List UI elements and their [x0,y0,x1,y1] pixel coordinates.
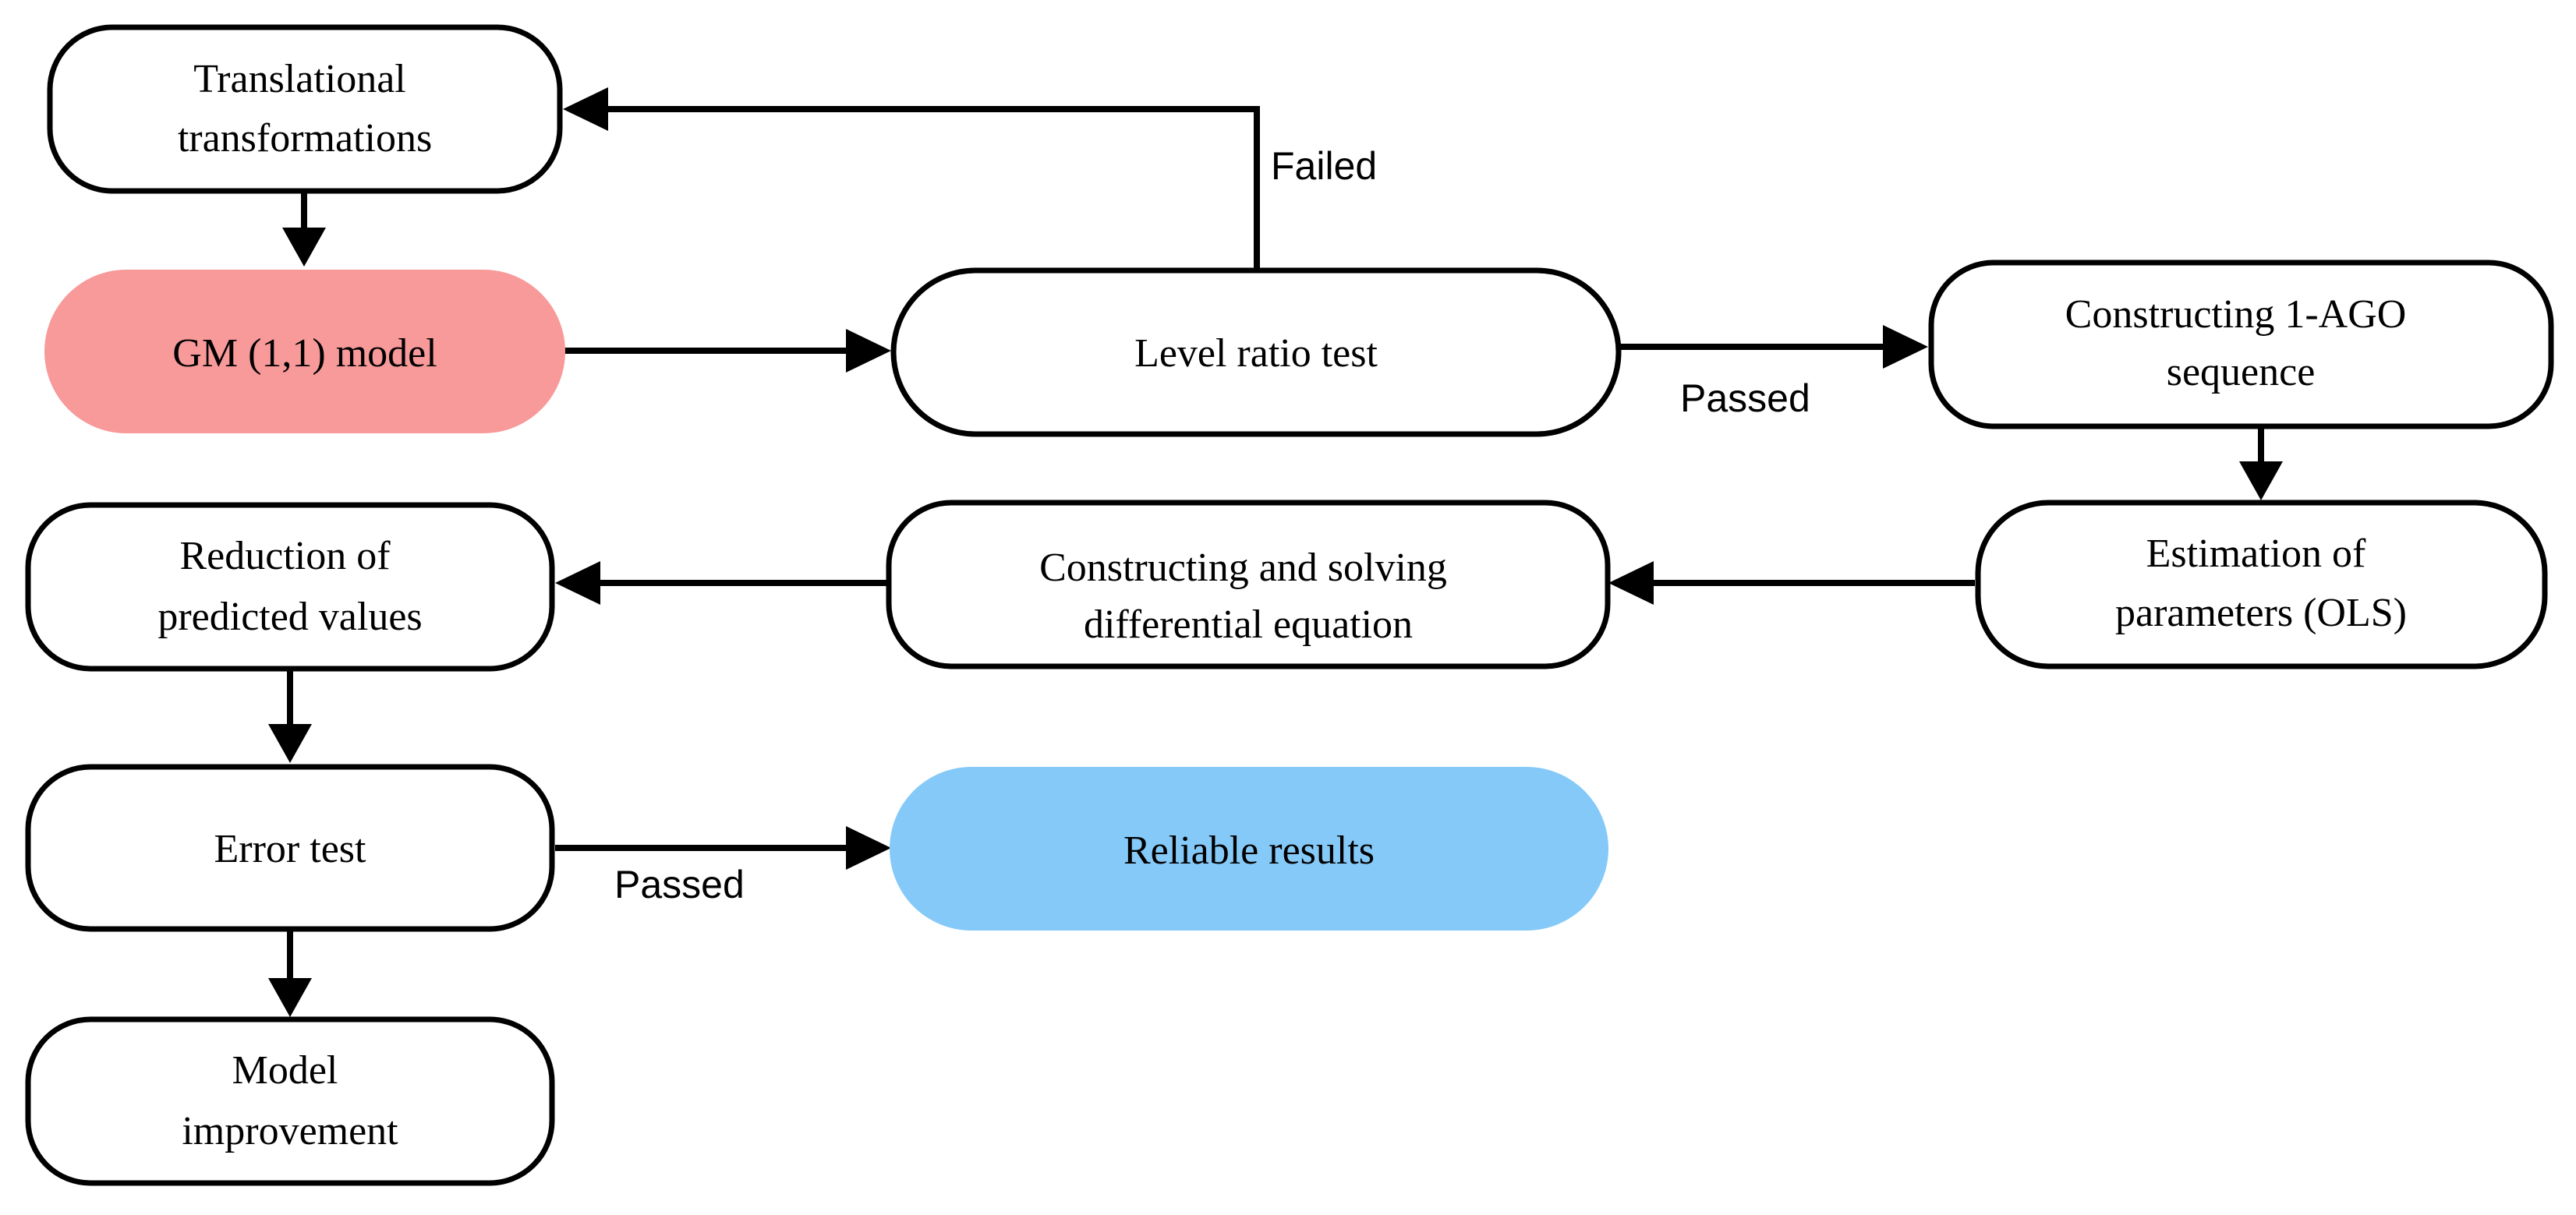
node-reduction: Reduction of predicted values [25,502,555,672]
node-box [47,24,563,194]
node-box [1928,260,2554,429]
node-box [890,267,1622,437]
node-label: predicted values [157,595,422,639]
node-label: Error test [214,827,366,871]
svg-text:Constructing and solving: Constructing and solving differential eq… [1039,546,1457,647]
svg-text:Error test: Error test [214,827,366,871]
svg-text:Reliable results: Reliable results [1123,828,1375,873]
svg-text:GM (1,1) model: GM (1,1) model [172,331,437,376]
node-differential-equation: Constructing and solving differential eq… [886,500,1611,669]
arrowhead [268,724,312,763]
node-box [886,500,1611,669]
arrowhead [268,978,312,1017]
arrowhead [1608,561,1654,605]
svg-text:Model improvement: Model improvement [182,1048,398,1153]
node-box [890,767,1608,931]
edges [268,87,2283,1017]
node-label: improvement [182,1109,398,1153]
svg-text:Constructing 1-AGO seque: Constructing 1-AGO sequence [2065,292,2417,394]
node-box [44,270,565,433]
node-label: Estimation of [2146,532,2366,576]
arrowhead [282,228,326,267]
node-gm-model: GM (1,1) model [44,270,565,433]
svg-text:Translational transforma: Translational transformations [178,57,432,161]
node-label: differential equation [1084,602,1413,647]
arrowhead [1883,325,1928,369]
node-label: Translational [193,57,406,101]
node-reliable-results: Reliable results [890,767,1608,931]
node-label: GM (1,1) model [172,331,437,376]
node-error-test: Error test [25,764,555,932]
passed-label: Passed [1680,376,1810,420]
arrowhead [563,87,608,131]
arrowhead [2239,461,2283,500]
arrowhead [846,329,891,373]
node-label: Level ratio test [1134,331,1378,376]
node-model-improvement: Model improvement [25,1016,555,1186]
node-translational: Translational transformations [47,24,563,194]
node-level-ratio-test: Level ratio test [890,267,1622,437]
node-estimation: Estimation of parameters (OLS) [1975,500,2548,669]
node-box [25,1016,555,1186]
arrowhead [846,826,891,870]
edge-labels: Failed Passed Passed [614,144,1810,906]
node-label: parameters (OLS) [2115,591,2407,635]
node-box [25,764,555,932]
node-label: transformations [178,116,432,161]
node-label: sequence [2167,350,2316,394]
svg-text:Estimation of parameters: Estimation of parameters (OLS) [2115,532,2407,635]
node-label: Reliable results [1123,828,1375,873]
node-label: Constructing and solving [1039,546,1447,590]
node-ago-sequence: Constructing 1-AGO sequence [1928,260,2554,429]
arrowhead [555,561,600,605]
node-label: Model [232,1048,338,1093]
node-label: Reduction of [179,534,391,578]
svg-text:Level ratio test: Level ratio test [1134,331,1378,376]
node-box [1975,500,2548,669]
svg-text:Reduction of predicted v: Reduction of predicted values [157,534,422,639]
node-box [25,502,555,672]
passed-label: Passed [614,863,745,906]
edge-level-to-translational-failed [604,106,1260,270]
failed-label: Failed [1271,144,1377,188]
node-label: Constructing 1-AGO [2065,292,2407,337]
